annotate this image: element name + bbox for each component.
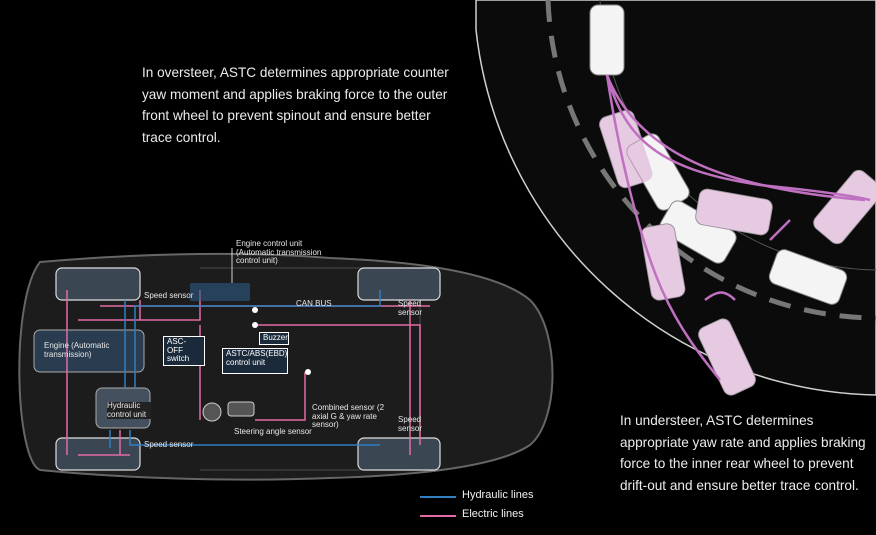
label-hydraulic-unit: Hydraulic control unit bbox=[107, 401, 151, 419]
label-combined-sensor: Combined sensor (2 axial G & yaw rate se… bbox=[312, 403, 385, 429]
car-1 bbox=[589, 4, 625, 76]
label-speed-sensor-front-right: Speed sensor bbox=[398, 299, 423, 317]
buzzer-box: Buzzer bbox=[259, 332, 289, 345]
label-steering-angle-sensor: Steering angle sensor bbox=[234, 427, 312, 436]
electric-legend-swatch bbox=[420, 515, 456, 517]
wheel-front-right bbox=[357, 267, 441, 301]
label-speed-sensor-rear-left: Speed sensor bbox=[144, 440, 194, 449]
hydraulic-legend-swatch bbox=[420, 496, 456, 498]
label-speed-sensor-rear-right: Speed sensor bbox=[398, 415, 423, 433]
wheel-rear-right bbox=[357, 437, 441, 471]
asc-off-switch-box: ASC-OFF switch bbox=[163, 336, 205, 366]
oversteer-description: In oversteer, ASTC determines appropriat… bbox=[142, 65, 449, 145]
wheel-rear-left bbox=[55, 437, 141, 471]
hydraulic-legend-label: Hydraulic lines bbox=[462, 489, 534, 501]
road-diagram bbox=[475, 0, 876, 396]
label-speed-sensor-front-left: Speed sensor bbox=[144, 291, 194, 300]
label-engine: Engine (Automatic transmission) bbox=[44, 341, 110, 359]
label-engine-control-unit: Engine control unit (Automatic transmiss… bbox=[236, 239, 322, 265]
astc-control-unit-box: ASTC/ABS(EBD) control unit bbox=[222, 348, 288, 374]
car-6 bbox=[768, 249, 848, 305]
label-can-bus: CAN BUS bbox=[296, 299, 332, 308]
wheel-front-left bbox=[55, 267, 141, 301]
electric-legend-label: Electric lines bbox=[462, 508, 524, 520]
understeer-description: In understeer, ASTC determines appropria… bbox=[620, 413, 866, 493]
